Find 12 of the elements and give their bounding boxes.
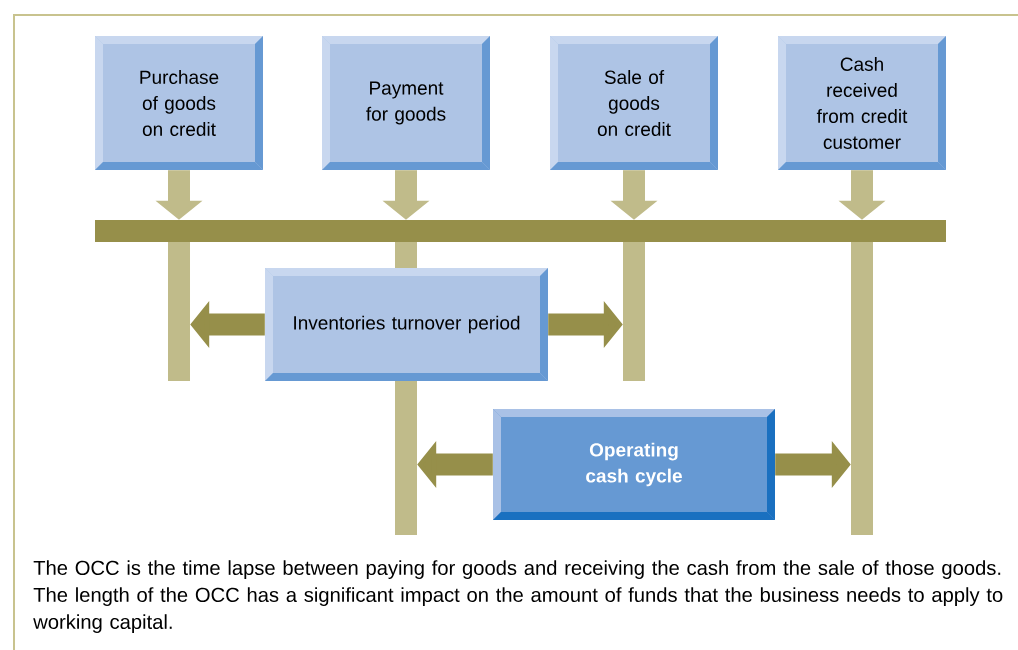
timeline-post: [395, 381, 417, 535]
process-box: Sale of goods on credit: [550, 36, 718, 170]
process-box: Inventories turnover period: [265, 268, 548, 381]
caption-text: The OCC is the time lapse between paying for goods and receiving the cash from the sale of those goods. The length of the OCC has a significant impact on the amount of funds that the business needs to apply to working capital.: [33, 560, 1003, 633]
timeline-bar: [95, 220, 946, 242]
timeline-post: [623, 242, 645, 381]
timeline-post: [168, 242, 190, 381]
timeline-post: [851, 242, 873, 535]
process-box: Payment for goods: [322, 36, 490, 170]
process-box: Operating cash cycle: [493, 409, 775, 520]
process-box: Purchase of goods on credit: [95, 36, 263, 170]
process-box: Cash received from credit customer: [778, 36, 946, 170]
